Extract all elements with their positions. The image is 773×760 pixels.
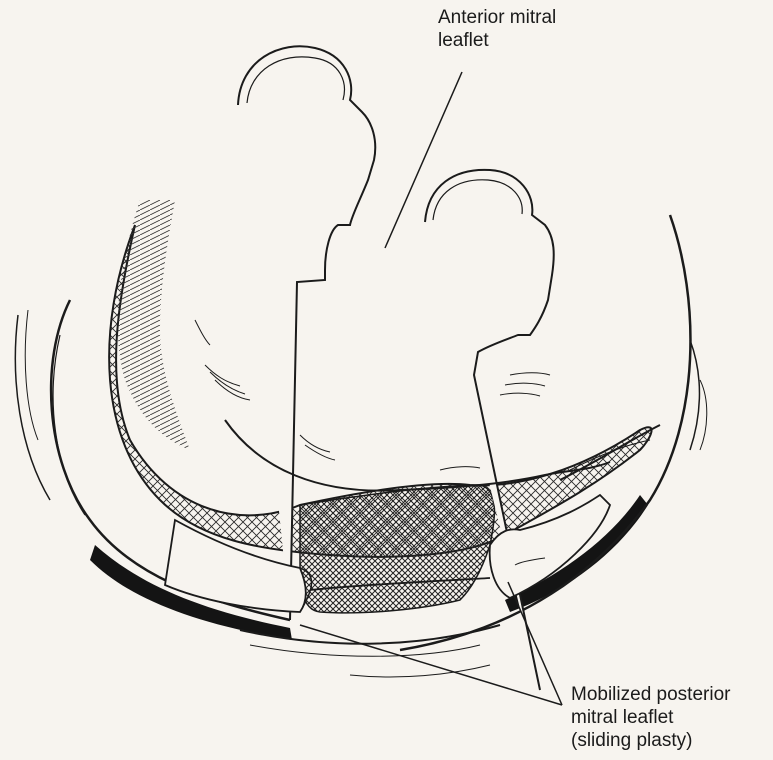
posterior-label-line3: (sliding plasty) [571, 729, 730, 752]
posterior-leaflet-label: Mobilized posterior mitral leaflet (slid… [571, 683, 730, 752]
anterior-leaflet-label: Anterior mitral leaflet [438, 6, 556, 52]
posterior-leader-line-left [300, 625, 562, 705]
anterior-label-line1: Anterior mitral [438, 6, 556, 29]
left-hatched-tissue [118, 200, 190, 450]
right-retractor [425, 170, 554, 690]
posterior-label-line2: mitral leaflet [571, 706, 730, 729]
posterior-label-line1: Mobilized posterior [571, 683, 730, 706]
posterior-leaflet-hatched [300, 485, 494, 613]
anterior-label-line2: leaflet [438, 29, 556, 52]
